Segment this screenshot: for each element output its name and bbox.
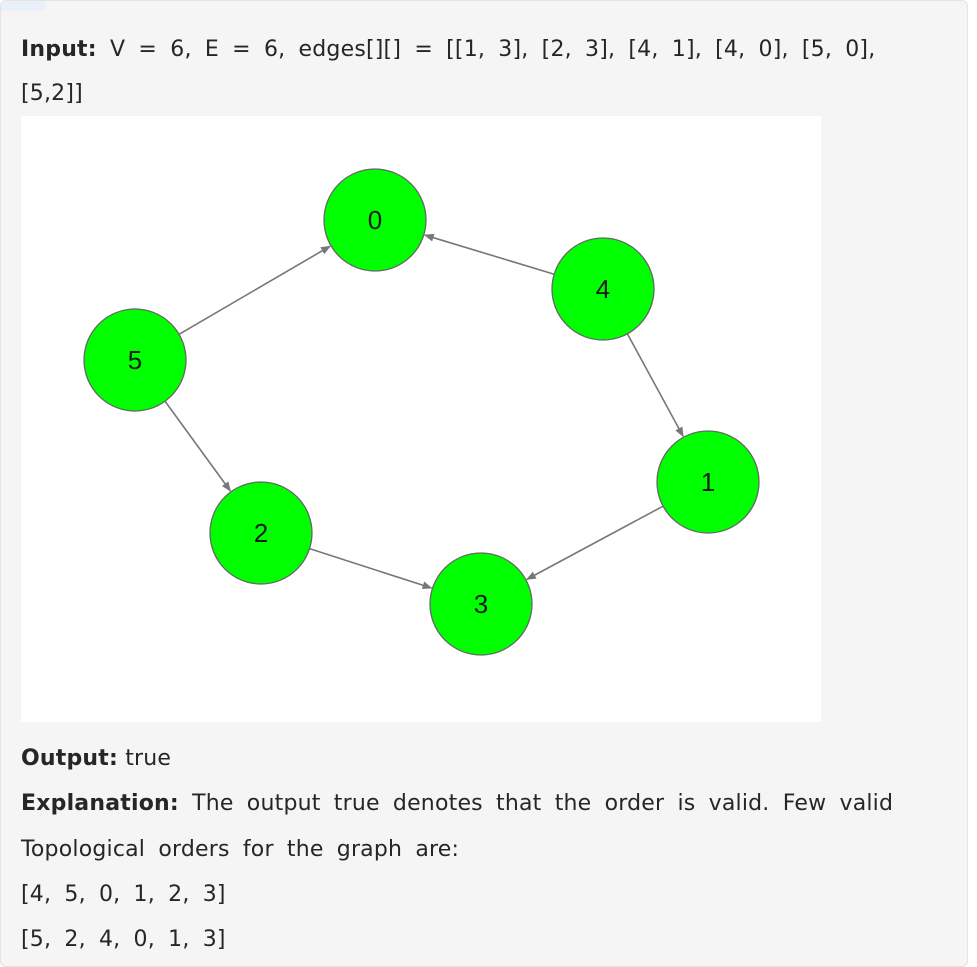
explanation-label: Explanation: (21, 791, 179, 816)
corner-tab (1, 1, 45, 11)
node-label-2: 2 (254, 518, 268, 548)
output-label: Output: (21, 746, 119, 771)
node-label-0: 0 (368, 205, 382, 235)
node-label-4: 4 (596, 274, 610, 304)
graph-figure: 0 1 2 3 4 5 (21, 116, 821, 722)
output-value: true (118, 746, 172, 771)
input-line-2: [5,2]] (21, 81, 83, 106)
node-circle-4 (551, 237, 655, 341)
nodes-layer: 0 1 2 3 4 5 (83, 168, 760, 656)
graph-diagram: 0 1 2 3 4 5 (83, 168, 760, 656)
explanation-text: The output true denotes that the order i… (178, 791, 894, 816)
node-label-3: 3 (474, 589, 488, 619)
node-0: 0 (323, 168, 427, 272)
edge-4-to-0 (423, 233, 555, 275)
input-text: V = 6, E = 6, edges[][] = [[1, 3], [2, 3… (96, 37, 876, 62)
node-2: 2 (209, 481, 313, 585)
topological-order-1: [4, 5, 0, 1, 2, 3] (21, 882, 226, 907)
node-circle-1 (656, 430, 760, 534)
node-circle-0 (323, 168, 427, 272)
edge-5-to-2 (164, 400, 232, 492)
node-circle-3 (429, 552, 533, 656)
node-5: 5 (83, 308, 187, 412)
input-line-1: Input: V = 6, E = 6, edges[][] = [[1, 3]… (21, 39, 875, 61)
edge-1-to-3 (525, 505, 664, 581)
explanation-line-1: Explanation: The output true denotes tha… (21, 793, 893, 815)
node-3: 3 (429, 552, 533, 656)
edge-5-to-0 (178, 245, 331, 335)
node-1: 1 (656, 430, 760, 534)
edges-layer (164, 233, 684, 590)
input-label: Input: (21, 37, 97, 62)
node-circle-5 (83, 308, 187, 412)
node-label-5: 5 (128, 345, 142, 375)
node-4: 4 (551, 237, 655, 341)
edge-4-to-1 (626, 333, 684, 438)
edge-2-to-3 (309, 547, 433, 590)
topological-order-2: [5, 2, 4, 0, 1, 3] (21, 927, 226, 952)
node-circle-2 (209, 481, 313, 585)
explanation-line-2: Topological orders for the graph are: (21, 837, 460, 862)
node-label-1: 1 (701, 467, 715, 497)
output-line: Output: true (21, 748, 171, 770)
